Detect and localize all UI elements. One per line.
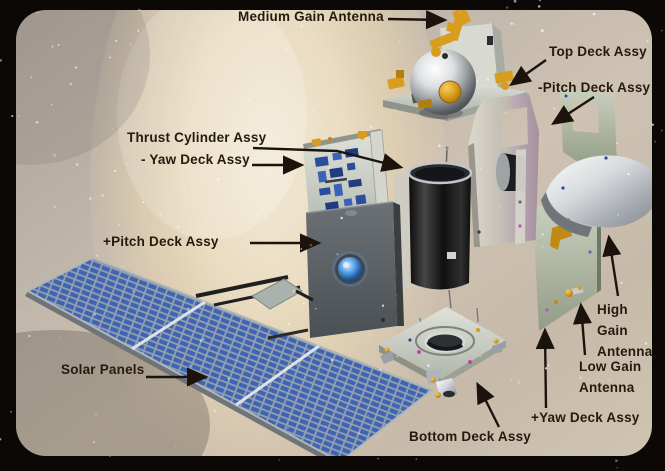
corner-thruster-right	[492, 338, 504, 354]
planet-highlight	[117, 10, 307, 240]
shadow-blotch	[16, 330, 210, 456]
star-sensor-lens	[338, 257, 362, 281]
tank-gold-port	[438, 80, 462, 104]
arrow-thrust-cylinder	[252, 146, 404, 172]
label-medium-gain-antenna: Medium Gain Antenna	[238, 9, 384, 24]
plus-yaw-upper-panel	[560, 90, 617, 170]
label-plus-yaw-deck-assy: +Yaw Deck Assy	[531, 410, 640, 425]
corner-thruster-left	[380, 347, 394, 364]
plus-pitch-deck-panel	[305, 201, 404, 338]
label-minus-yaw-deck-assy: - Yaw Deck Assy	[141, 152, 250, 167]
gold-knobs	[311, 131, 367, 147]
arrow-minus-pitch	[550, 95, 595, 125]
panel-gap-1	[131, 300, 206, 351]
leader-arrows	[146, 10, 622, 428]
label-solar-panels: Solar Panels	[61, 362, 145, 377]
label-plus-pitch-deck-assy: +Pitch Deck Assy	[103, 234, 219, 249]
bottom-deck-assembly	[379, 289, 506, 399]
arrow-plus-yaw	[535, 327, 555, 409]
arrow-bottom-deck	[476, 381, 501, 428]
solar-array	[25, 257, 433, 456]
arrow-medium-gain	[387, 10, 448, 30]
gold-fittings	[387, 10, 514, 110]
label-high-gain-antenna: High Gain Antenna	[597, 302, 653, 359]
low-gain-antenna	[554, 286, 584, 304]
corner-shade	[16, 10, 150, 165]
arrow-high-gain	[602, 234, 622, 297]
main-engine-nozzle	[426, 368, 457, 399]
arrow-low-gain	[572, 302, 593, 356]
high-gain-antenna-dish	[541, 155, 652, 237]
label-bottom-deck-assy: Bottom Deck Assy	[409, 429, 531, 444]
arrow-top-deck	[509, 59, 547, 87]
label-thrust-cylinder-assy: Thrust Cylinder Assy	[127, 130, 267, 145]
label-minus-pitch-deck-assy: -Pitch Deck Assy	[538, 80, 651, 95]
propellant-tank-sphere	[410, 49, 476, 115]
minus-pitch-deck-panel	[468, 94, 539, 247]
label-top-deck-assy: Top Deck Assy	[549, 44, 647, 59]
solar-boom	[195, 275, 314, 340]
thrust-cylinder	[394, 146, 473, 292]
panel-gap-2	[235, 344, 320, 407]
label-low-gain-antenna: Low Gain Antenna	[579, 359, 642, 395]
